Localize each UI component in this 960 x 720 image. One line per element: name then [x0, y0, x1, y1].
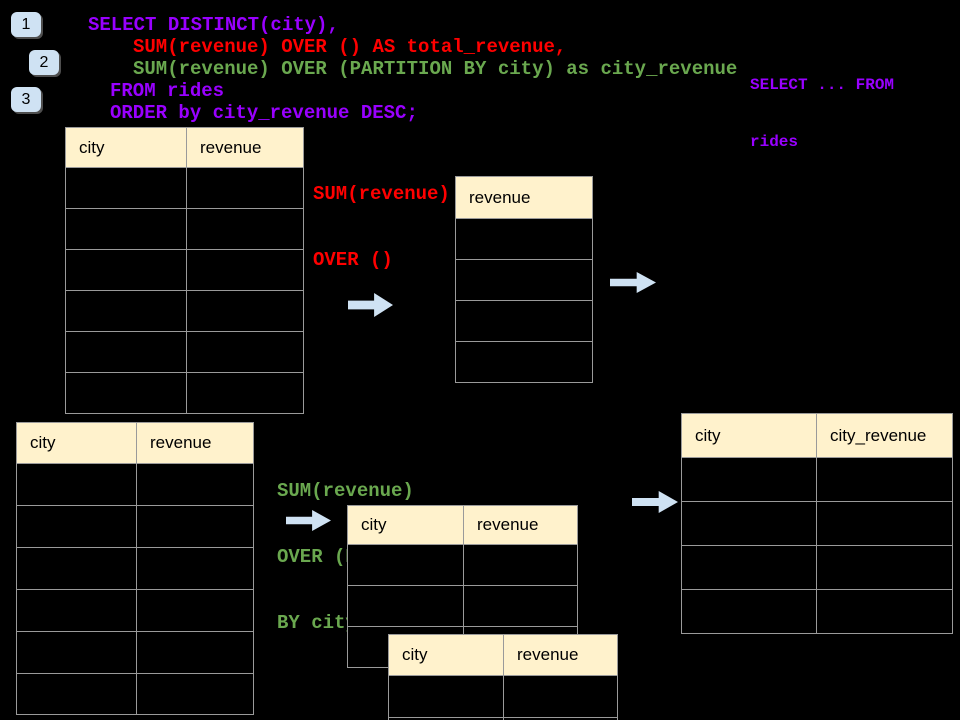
table-cell	[65, 290, 187, 332]
table-cell	[186, 167, 304, 209]
step-badge-1: 1	[11, 12, 41, 37]
total-revenue-note-line1: SUM(revenue)	[313, 183, 450, 205]
total-revenue-note: SUM(revenue) OVER ()	[313, 139, 450, 315]
table-cell	[136, 505, 254, 548]
table-cell	[186, 290, 304, 332]
table-cell	[455, 218, 593, 260]
table-cell	[816, 589, 953, 634]
sql-line-order: ORDER by city_revenue DESC;	[110, 102, 418, 124]
table-cell	[16, 547, 137, 590]
from-rides-note-line2: rides	[750, 133, 799, 151]
table-cell	[455, 341, 593, 383]
table-cell	[65, 249, 187, 291]
partition-note-line1: SUM(revenue)	[277, 480, 414, 502]
total-revenue-table: revenue	[455, 176, 593, 383]
table-cell	[136, 463, 254, 506]
sql-line-from: FROM rides	[110, 80, 225, 102]
table-cell	[16, 631, 137, 674]
table-cell	[681, 545, 817, 590]
column-header-city: city	[16, 422, 137, 464]
table-cell	[463, 585, 578, 627]
column-header-city: city	[681, 413, 817, 458]
table-cell	[347, 585, 464, 627]
table-cell	[16, 673, 137, 715]
table-cell	[16, 589, 137, 632]
table-cell	[681, 457, 817, 502]
arrow-from-total-table-icon	[610, 272, 656, 293]
column-header-revenue: revenue	[186, 127, 304, 168]
table-cell	[65, 208, 187, 250]
table-cell	[16, 463, 137, 506]
table-cell	[463, 544, 578, 586]
table-cell	[816, 457, 953, 502]
table-cell	[388, 675, 504, 718]
column-header-revenue: revenue	[455, 176, 593, 219]
table-cell	[186, 208, 304, 250]
column-header-revenue: revenue	[503, 634, 618, 676]
sql-line-city-revenue: SUM(revenue) OVER (PARTITION BY city) as…	[133, 58, 738, 80]
column-header-revenue: revenue	[136, 422, 254, 464]
step-badge-3: 3	[11, 87, 41, 112]
arrow-to-result-table-icon	[632, 491, 678, 513]
table-cell	[347, 544, 464, 586]
table-cell	[136, 631, 254, 674]
table-cell	[16, 505, 137, 548]
table-cell	[503, 675, 618, 718]
table-cell	[816, 501, 953, 546]
column-header-city-revenue: city_revenue	[816, 413, 953, 458]
column-header-city: city	[388, 634, 504, 676]
column-header-revenue: revenue	[463, 505, 578, 545]
table-cell	[136, 589, 254, 632]
table-cell	[816, 545, 953, 590]
table-cell	[455, 259, 593, 301]
table-cell	[455, 300, 593, 342]
table-cell	[681, 501, 817, 546]
table-cell	[136, 673, 254, 715]
table-cell	[65, 167, 187, 209]
table-cell	[186, 249, 304, 291]
step-badge-2: 2	[29, 50, 59, 75]
column-header-city: city	[65, 127, 187, 168]
column-header-city: city	[347, 505, 464, 545]
table-cell	[186, 331, 304, 373]
table-cell	[65, 372, 187, 414]
table-cell	[503, 717, 618, 720]
total-revenue-note-line2: OVER ()	[313, 249, 393, 271]
sql-line-select: SELECT DISTINCT(city),	[88, 14, 339, 36]
source-table-top: city revenue	[65, 127, 304, 414]
table-cell	[186, 372, 304, 414]
source-table-bottom: city revenue	[16, 422, 254, 715]
from-rides-note-line1: SELECT ... FROM	[750, 76, 895, 94]
table-cell	[65, 331, 187, 373]
table-cell	[136, 547, 254, 590]
table-cell	[681, 589, 817, 634]
partition-table-2: city revenue	[388, 634, 618, 720]
city-revenue-table: city city_revenue	[681, 413, 953, 634]
from-rides-note: SELECT ... FROM rides	[750, 38, 894, 190]
sql-line-total-revenue: SUM(revenue) OVER () AS total_revenue,	[133, 36, 567, 58]
